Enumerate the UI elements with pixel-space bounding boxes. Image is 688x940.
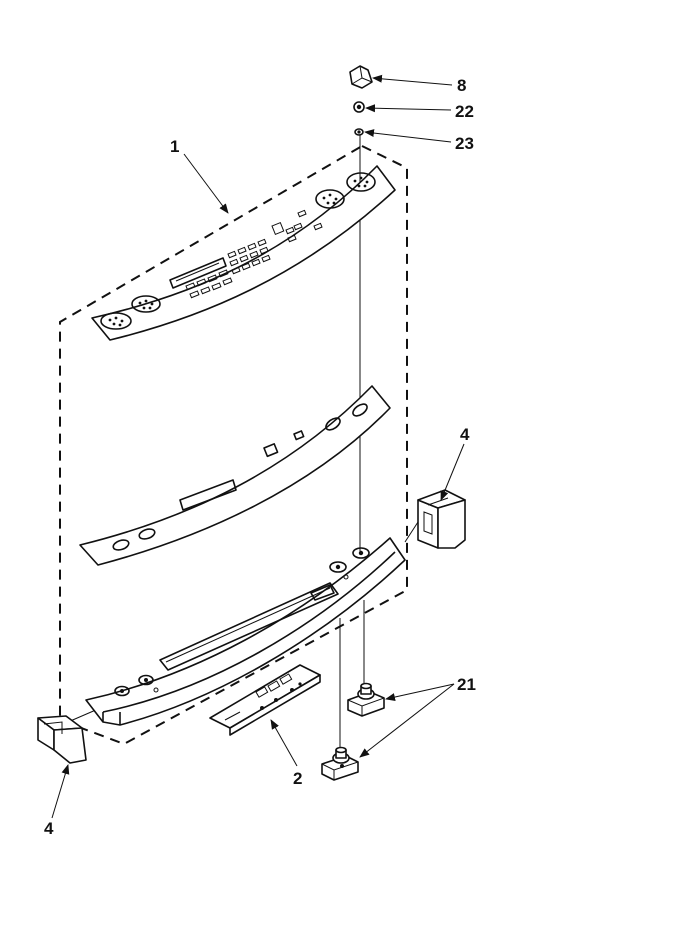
leader-8 <box>372 74 453 86</box>
knob-switch-lower <box>321 746 359 781</box>
burner-knob-icon <box>346 172 376 192</box>
console-display-slot <box>159 582 339 671</box>
console-frame <box>85 537 406 726</box>
display-cutout <box>179 479 237 511</box>
knob-switch-upper <box>347 682 385 717</box>
callout-22: 22 <box>455 102 474 121</box>
control-board <box>209 664 321 736</box>
callout-21: 21 <box>457 675 476 694</box>
burner-knob-icon <box>131 295 161 313</box>
leader-21-upper <box>385 683 455 701</box>
callout-2: 2 <box>293 769 302 788</box>
display-window <box>169 257 227 289</box>
burner-knob-icon <box>315 189 345 209</box>
leader-23 <box>364 129 452 143</box>
leader-2 <box>270 719 298 767</box>
control-panel-overlay <box>91 165 396 341</box>
spring-washer <box>353 101 365 113</box>
callout-1: 1 <box>170 137 179 156</box>
retainer-clip <box>354 128 364 136</box>
keypad-buttons <box>185 209 323 299</box>
leader-22 <box>365 104 452 113</box>
assembly-boundary-dashed <box>59 144 408 746</box>
callout-4-right: 4 <box>460 425 470 444</box>
burner-knob-icon <box>100 312 132 330</box>
callout-8: 8 <box>457 76 466 95</box>
control-knob <box>349 65 373 89</box>
end-cap-left <box>37 715 87 764</box>
leader-1 <box>183 153 229 214</box>
control-panel-backing <box>79 385 391 566</box>
leader-21-lower <box>359 683 455 758</box>
callout-4-left: 4 <box>44 819 54 838</box>
callout-23: 23 <box>455 134 474 153</box>
leader-4-left <box>51 764 70 819</box>
leader-4-right <box>440 443 465 501</box>
shaft-line-right <box>404 521 419 543</box>
